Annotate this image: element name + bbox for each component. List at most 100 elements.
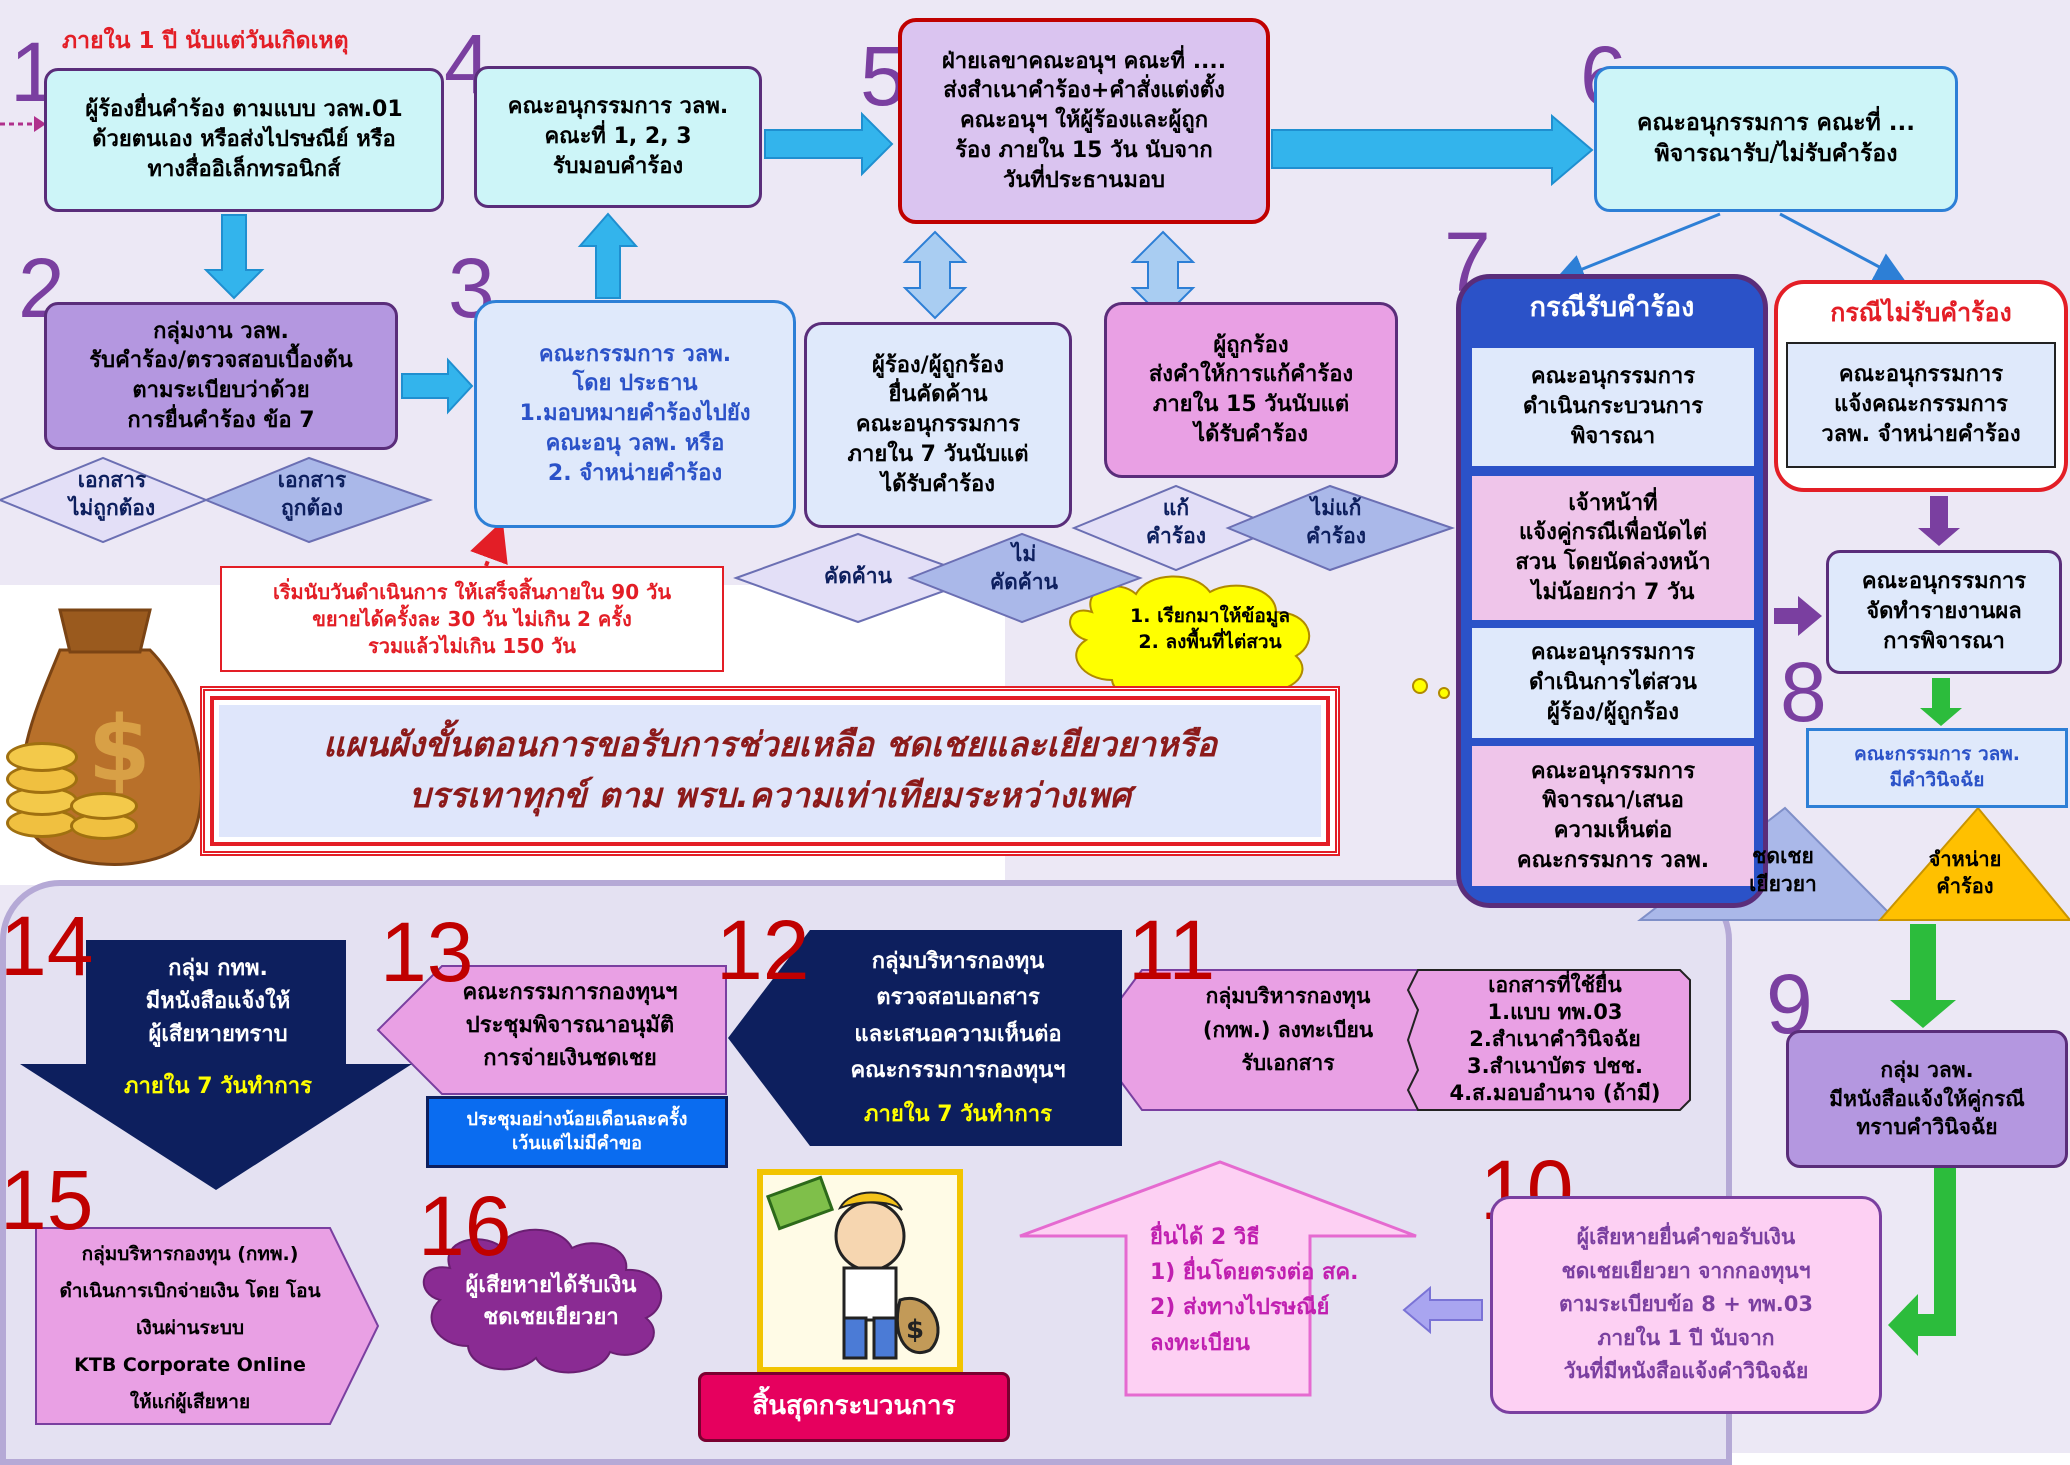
title-box: แผนผังขั้นตอนการขอรับการช่วยเหลือ ชดเชยแ… xyxy=(200,686,1340,856)
diamond-answer-no xyxy=(1225,484,1456,572)
cloud-dot-1 xyxy=(1412,678,1428,694)
arrow-3-to-4 xyxy=(577,212,639,299)
step13-text: คณะกรรมการกองทุนฯ ประชุมพิจารณาอนุมัติ ก… xyxy=(462,980,678,1071)
money-bag-top xyxy=(58,608,152,654)
arrow-5-to-6 xyxy=(1271,113,1594,187)
step-number-15: 15 xyxy=(0,1153,94,1247)
step10-text: ผู้เสียหายยื่นคำขอรับเงิน ชดเชยเยียวยา จ… xyxy=(1559,1225,1813,1384)
line-6-to-reject xyxy=(1779,212,1906,281)
cloud-text: 1. เรียกมาให้ข้อมูล 2. ลงพื้นที่ไต่สวน xyxy=(1130,605,1290,653)
timing-note-arrow xyxy=(470,520,508,567)
step4-box: คณะอนุกรรมการ วลพ. คณะที่ 1, 2, 3 รับมอบ… xyxy=(474,66,762,208)
arrow-2-to-3 xyxy=(401,357,474,415)
coin-icon xyxy=(6,742,78,772)
line-6-to-accept xyxy=(1554,212,1721,284)
report-box: คณะอนุกรรมการ จัดทำรายงานผล การพิจารณา xyxy=(1826,550,2062,674)
arrow-1-to-2 xyxy=(203,214,265,300)
step16-text: ผู้เสียหายได้รับเงิน ชดเชยเยียวยา xyxy=(465,1273,637,1330)
end-box: สิ้นสุดกระบวนการ xyxy=(698,1372,1010,1442)
answer-no-label: ไม่แก้ คำร้อง xyxy=(1306,496,1366,549)
page-title: แผนผังขั้นตอนการขอรับการช่วยเหลือ ชดเชยแ… xyxy=(323,725,1217,816)
svg-text:$: $ xyxy=(906,1315,924,1345)
accept-step-1-text: คณะอนุกรรมการ ดำเนินกระบวนการ พิจารณา xyxy=(1522,364,1704,449)
answer-yes-label: แก้ คำร้อง xyxy=(1146,496,1206,549)
dollar-sign-icon: $ xyxy=(88,697,151,802)
double-arrow-objection xyxy=(902,230,968,320)
submit-ways-shape xyxy=(1019,1160,1417,1397)
step9-text: กลุ่ม วลพ. มีหนังสือแจ้งให้คู่กรณี ทราบค… xyxy=(1829,1058,2025,1140)
step12-text: กลุ่มบริหารกองทุน ตรวจสอบเอกสาร และเสนอค… xyxy=(850,949,1066,1083)
arrow-reject-to-report xyxy=(1918,496,1960,546)
cloud-dot-2 xyxy=(1438,687,1450,699)
step13-shape xyxy=(376,965,727,1095)
reject-header: กรณีไม่รับคำร้อง xyxy=(1830,298,2012,327)
step12-shape xyxy=(728,930,1122,1146)
arrow-accept-to-report xyxy=(1774,596,1822,636)
meeting-note-text: ประชุมอย่างน้อยเดือนละครั้ง เว้นแต่ไม่มี… xyxy=(466,1108,688,1154)
step14-shape xyxy=(20,940,412,1190)
step14-deadline: ภายใน 7 วันทำการ xyxy=(124,1074,312,1099)
step14-text: กลุ่ม กทพ. มีหนังสือแจ้งให้ ผู้เสียหายทร… xyxy=(145,956,291,1047)
step15-shape xyxy=(35,1227,380,1425)
timing-note-box: เริ่มนับวันดำเนินการ ให้เสร็จสิ้นภายใน 9… xyxy=(220,566,724,672)
reject-body-text: คณะอนุกรรมการ แจ้งคณะกรรมการ วลพ. จำหน่า… xyxy=(1821,362,2021,447)
meeting-note-box: ประชุมอย่างน้อยเดือนละครั้ง เว้นแต่ไม่มี… xyxy=(426,1096,728,1168)
step15-text: กลุ่มบริหารกองทุน (กทพ.) ดำเนินการเบิกจ่… xyxy=(59,1243,321,1414)
diamond-doc-correct xyxy=(203,456,434,544)
step12-deadline: ภายใน 7 วันทำการ xyxy=(864,1102,1052,1127)
step-number-12: 12 xyxy=(716,903,810,997)
accept-step-4: คณะอนุกรรมการ พิจารณา/เสนอ ความเห็นต่อ ค… xyxy=(1472,746,1754,886)
entry-arrow-head xyxy=(34,116,46,132)
reject-body: คณะอนุกรรมการ แจ้งคณะกรรมการ วลพ. จำหน่า… xyxy=(1786,342,2056,468)
step5-text: ฝ่ายเลขาคณะอนุฯ คณะที่ .... ส่งสำเนาคำร้… xyxy=(941,48,1227,193)
step-number-16: 16 xyxy=(418,1179,512,1273)
step8-text: คณะกรรมการ วลพ. มีคำวินิจฉัย xyxy=(1853,743,2021,791)
step2-box: กลุ่มงาน วลพ. รับคำร้อง/ตรวจสอบเบื้องต้น… xyxy=(44,302,398,450)
respondent-box: ผู้ถูกร้อง ส่งคำให้การแก้คำร้อง ภายใน 15… xyxy=(1104,302,1398,478)
compensate-label: ชดเชย เยียวยา xyxy=(1749,844,1817,897)
doc-correct-label: เอกสาร ถูกต้อง xyxy=(277,468,347,521)
object-no-label: ไม่ คัดค้าน xyxy=(990,542,1058,595)
step16-cloud xyxy=(422,1228,663,1374)
accept-step-3-text: คณะอนุกรรมการ ดำเนินการไต่สวน ผู้ร้อง/ผู… xyxy=(1529,640,1697,725)
step1-text: ผู้ร้องยื่นคำร้อง ตามแบบ วลพ.01 ด้วยตนเอ… xyxy=(85,97,403,182)
step3-box: คณะกรรมการ วลพ. โดย ประธาน 1.มอบหมายคำร้… xyxy=(474,300,796,528)
step-number-11: 11 xyxy=(1128,903,1216,997)
step10-box: ผู้เสียหายยื่นคำขอรับเงิน ชดเชยเยียวยา จ… xyxy=(1490,1196,1882,1414)
cartoon-head xyxy=(834,1200,906,1272)
title-inner: แผนผังขั้นตอนการขอรับการช่วยเหลือ ชดเชยแ… xyxy=(219,705,1321,837)
step6-text: คณะอนุกรรมการ คณะที่ ... พิจารณารับ/ไม่ร… xyxy=(1636,109,1916,167)
arrow-10-to-submit xyxy=(1402,1285,1483,1335)
doc-incorrect-label: เอกสาร ไม่ถูกต้อง xyxy=(68,468,156,521)
step4-text: คณะอนุกรรมการ วลพ. คณะที่ 1, 2, 3 รับมอบ… xyxy=(507,94,729,179)
arrow-8-to-9 xyxy=(1890,924,1956,1028)
step-number-14: 14 xyxy=(0,899,94,993)
step3-text: คณะกรรมการ วลพ. โดย ประธาน 1.มอบหมายคำร้… xyxy=(519,341,751,486)
step9-box: กลุ่ม วลพ. มีหนังสือแจ้งให้คู่กรณี ทราบค… xyxy=(1786,1030,2068,1168)
accept-header: กรณีรับคำร้อง xyxy=(1529,292,1695,323)
submit-ways-text: ยื่นได้ 2 วิธี 1) ยื่นโดยตรงต่อ สค. 2) ส… xyxy=(1150,1225,1359,1356)
step6-box: คณะอนุกรรมการ คณะที่ ... พิจารณารับ/ไม่ร… xyxy=(1594,66,1958,212)
timing-top: ภายใน 1 ปี นับแต่วันเกิดเหตุ xyxy=(62,28,349,54)
arrow-9-to-10 xyxy=(1888,1168,1956,1356)
objection-text: ผู้ร้อง/ผู้ถูกร้อง ยื่นคัดค้าน คณะอนุกรร… xyxy=(847,352,1029,497)
arrow-report-to-8 xyxy=(1920,678,1962,726)
arrow-4-to-5 xyxy=(764,111,894,177)
step-number-13: 13 xyxy=(380,905,474,999)
yellow-cloud xyxy=(1069,575,1311,706)
respondent-text: ผู้ถูกร้อง ส่งคำให้การแก้คำร้อง ภายใน 15… xyxy=(1148,332,1354,447)
coin-icon xyxy=(70,792,138,820)
accept-step-2: เจ้าหน้าที่ แจ้งคู่กรณีเพื่อนัดไต่ สวน โ… xyxy=(1472,476,1754,620)
object-yes-label: คัดค้าน xyxy=(824,564,892,588)
accept-step-1: คณะอนุกรรมการ ดำเนินกระบวนการ พิจารณา xyxy=(1472,348,1754,466)
accept-step-4-text: คณะอนุกรรมการ พิจารณา/เสนอ ความเห็นต่อ ค… xyxy=(1516,758,1710,873)
step5-box: ฝ่ายเลขาคณะอนุฯ คณะที่ .... ส่งสำเนาคำร้… xyxy=(898,18,1270,224)
step8-box: คณะกรรมการ วลพ. มีคำวินิจฉัย xyxy=(1806,728,2068,808)
accept-step-2-text: เจ้าหน้าที่ แจ้งคู่กรณีเพื่อนัดไต่ สวน โ… xyxy=(1515,490,1711,605)
objection-box: ผู้ร้อง/ผู้ถูกร้อง ยื่นคัดค้าน คณะอนุกรร… xyxy=(804,322,1072,528)
step11-text: กลุ่มบริหารกองทุน (กทพ.) ลงทะเบียน รับเอ… xyxy=(1202,984,1374,1076)
docs-scroll-shape xyxy=(1406,969,1691,1111)
accept-step-3: คณะอนุกรรมการ ดำเนินการไต่สวน ผู้ร้อง/ผู… xyxy=(1472,628,1754,738)
